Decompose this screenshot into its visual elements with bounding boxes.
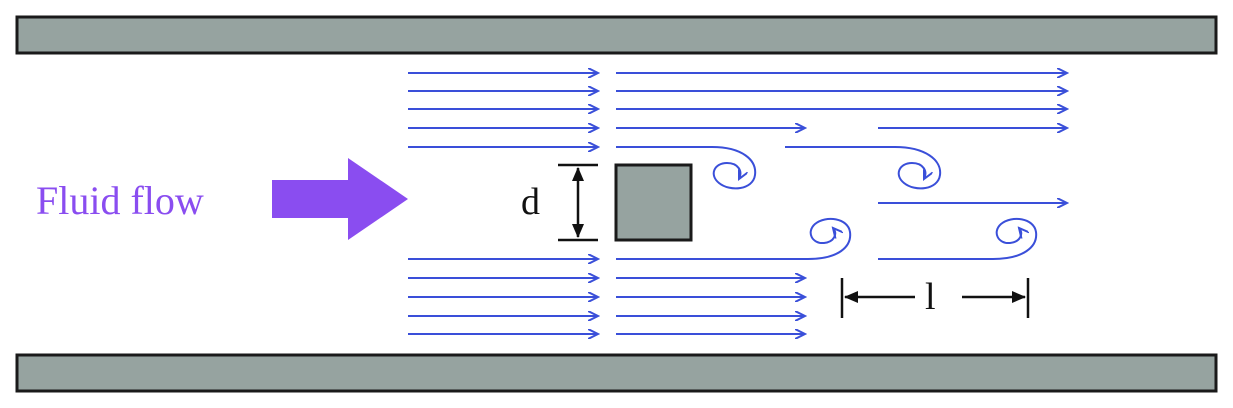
vortex-swirl-icon bbox=[785, 146, 942, 190]
spacing-label: l bbox=[925, 276, 936, 318]
upstream-streamlines bbox=[408, 73, 598, 334]
vortex-swirl-icon bbox=[878, 217, 1038, 260]
diameter-label: d bbox=[521, 181, 540, 223]
downstream-streamlines bbox=[616, 73, 1067, 334]
vortex-swirl-icon bbox=[616, 146, 757, 190]
fluid-flow-label: Fluid flow bbox=[36, 178, 204, 223]
diameter-dimension: d bbox=[521, 163, 598, 242]
top-wall bbox=[15, 15, 1218, 55]
square-obstacle bbox=[614, 163, 693, 242]
spacing-dimension: l bbox=[840, 276, 1030, 318]
vortex-swirl-icon bbox=[616, 217, 852, 260]
bottom-wall bbox=[15, 353, 1218, 393]
right-block-arrow-icon bbox=[272, 158, 408, 240]
vortex-street bbox=[616, 146, 1038, 260]
